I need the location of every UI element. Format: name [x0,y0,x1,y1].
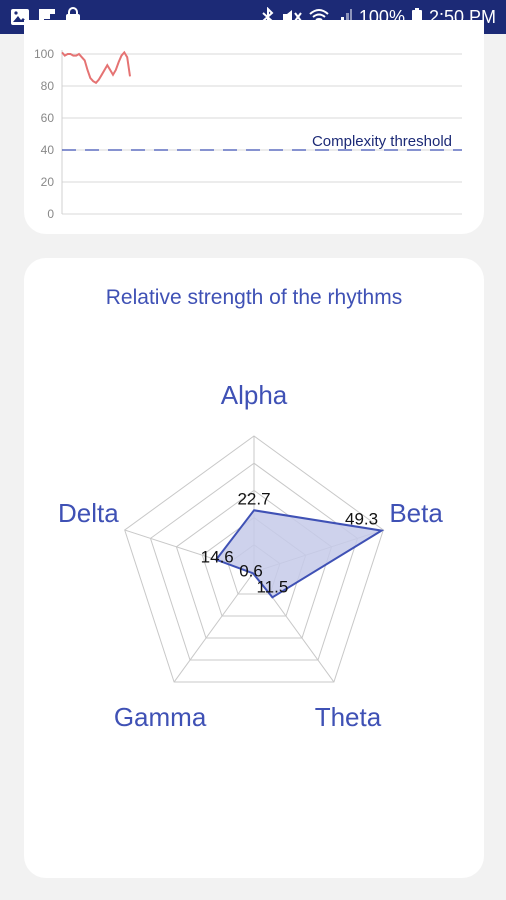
threshold-label: Complexity threshold [312,133,452,150]
y-tick-label: 0 [47,207,54,221]
value-label-delta: 14.6 [201,548,234,567]
value-label-beta: 49.3 [345,510,378,529]
series-line [61,50,131,85]
bluetooth-icon [262,7,274,27]
y-tick-label: 20 [41,175,55,189]
y-tick-label: 40 [41,143,55,157]
flipboard-icon [39,9,55,25]
value-label-theta: 11.5 [256,577,288,596]
y-tick-label: 100 [34,47,54,61]
value-label-alpha: 22.7 [237,489,270,508]
axis-label-alpha: Alpha [221,380,288,410]
axis-label-delta: Delta [58,498,119,528]
axis-label-theta: Theta [315,702,382,732]
radar-chart-title: Relative strength of the rhythms [105,286,403,309]
radar-ring [124,435,384,683]
radar-area [214,509,385,599]
axis-label-gamma: Gamma [114,702,207,732]
radar-spoke [173,571,255,683]
axis-label-beta: Beta [389,498,443,528]
y-tick-label: 80 [41,79,55,93]
rhythm-radar-card: Relative strength of the rhythms Alpha 22… [24,258,484,878]
y-tick-label: 60 [41,111,55,125]
value-label-gamma: 0.6 [239,561,263,580]
